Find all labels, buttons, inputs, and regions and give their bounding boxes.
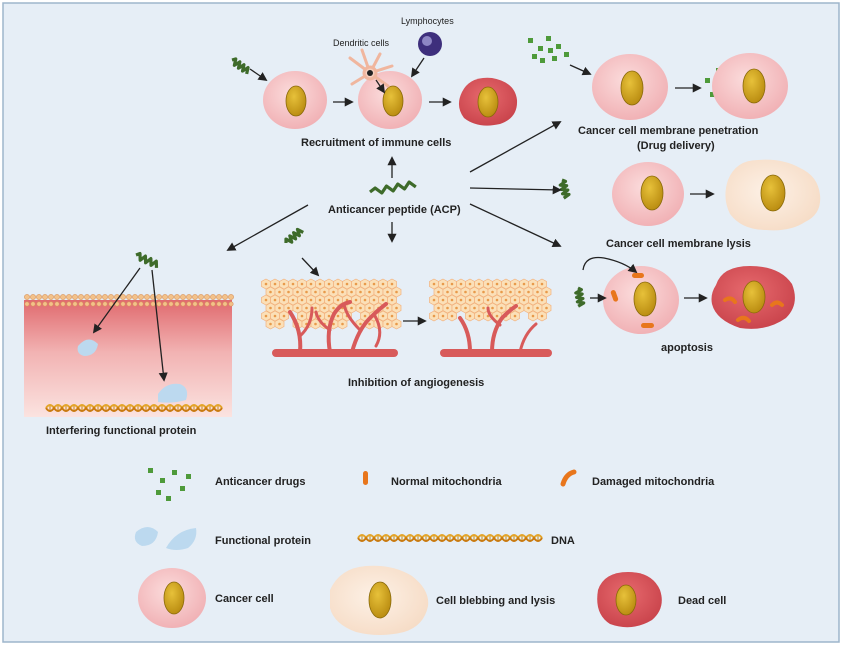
apoptosis-label: apoptosis xyxy=(661,342,713,354)
legend-functional-protein-label: Functional protein xyxy=(215,535,311,547)
arrow-acp-apoptosis xyxy=(469,203,562,248)
lymphocyte-icon xyxy=(418,32,442,56)
peptide-icon-interfering xyxy=(135,251,159,268)
cancer-cell-1 xyxy=(263,71,327,129)
penetration-label-line2: (Drug delivery) xyxy=(637,140,715,152)
arrow-peptide-to-protein-2 xyxy=(151,269,168,382)
legend-normal-mito-icon xyxy=(363,471,368,485)
arrow-acp-left xyxy=(226,204,309,251)
legend-blebbing-label: Cell blebbing and lysis xyxy=(436,595,555,607)
legend-damaged-mito-label: Damaged mitochondria xyxy=(592,476,715,488)
arrow-drugs-to-cell xyxy=(569,64,592,76)
tissue-block xyxy=(24,294,234,417)
lymphocytes-label: Lymphocytes xyxy=(401,16,454,26)
legend-cancer-cell-icon xyxy=(138,568,206,628)
legend-functional-protein-icon xyxy=(134,527,197,550)
cancer-cell-apoptosis xyxy=(603,266,679,334)
dead-cell-top xyxy=(458,77,518,126)
legend-dna-icon xyxy=(357,534,543,542)
legend: Anticancer drugs Normal mitochondria Dam… xyxy=(134,468,726,635)
cancer-cell-2 xyxy=(358,71,422,129)
legend-drugs-squares xyxy=(148,468,191,501)
peptide-icon-recruitment xyxy=(231,57,250,75)
arrow-acp-lysis xyxy=(469,185,562,195)
legend-damaged-mito-icon xyxy=(560,469,577,487)
legend-normal-mito-label: Normal mitochondria xyxy=(391,476,503,488)
arrow-acp-penetration xyxy=(469,121,562,173)
peptide-icon-acp xyxy=(369,180,417,195)
lysis-label: Cancer cell membrane lysis xyxy=(606,238,751,250)
legend-anticancer-drugs-label: Anticancer drugs xyxy=(215,476,305,488)
cancer-cell-lysis xyxy=(612,162,684,226)
acp-label: Anticancer peptide (ACP) xyxy=(328,204,461,216)
arrow-lymphocyte-to-cell xyxy=(410,57,425,78)
dna-strand-tissue xyxy=(45,404,223,412)
dendritic-cells-label: Dendritic cells xyxy=(333,38,390,48)
penetration-label-line1: Cancer cell membrane penetration xyxy=(578,125,759,137)
legend-dead-cell-label: Dead cell xyxy=(678,595,726,607)
legend-cancer-cell-label: Cancer cell xyxy=(215,593,274,605)
blood-vessel-1 xyxy=(272,300,398,357)
dendritic-cell-icon xyxy=(348,48,394,88)
arrow-peptide-to-protein-1 xyxy=(92,267,141,334)
arrow-peptide-to-cell xyxy=(249,68,268,82)
blebbing-cell-lysis xyxy=(725,159,821,231)
cancer-cell-penetration-2 xyxy=(712,53,788,119)
tumor-cluster-2 xyxy=(429,278,552,322)
interfering-label: Interfering functional protein xyxy=(46,425,197,437)
arrow-peptide-to-mito xyxy=(582,256,638,274)
blood-vessel-2 xyxy=(440,304,552,357)
arrow-dendritic-to-cell xyxy=(375,79,386,94)
cancer-cell-penetration-1 xyxy=(592,54,668,120)
peptide-icon-apoptosis xyxy=(574,286,586,308)
legend-blebbing-cell-icon xyxy=(330,565,429,635)
legend-dna-strand xyxy=(357,534,543,542)
angiogenesis-label: Inhibition of angiogenesis xyxy=(348,377,484,389)
recruitment-label: Recruitment of immune cells xyxy=(301,137,451,149)
legend-anticancer-drugs-icon xyxy=(148,468,191,501)
anticancer-drugs-icon-top xyxy=(528,36,569,63)
arrow-peptide-to-tumor xyxy=(301,257,320,277)
dead-cell-apoptosis xyxy=(711,266,795,329)
peptide-icon-angiogenesis xyxy=(284,227,304,244)
legend-dna-label: DNA xyxy=(551,535,575,547)
legend-dead-cell-icon xyxy=(597,572,662,628)
